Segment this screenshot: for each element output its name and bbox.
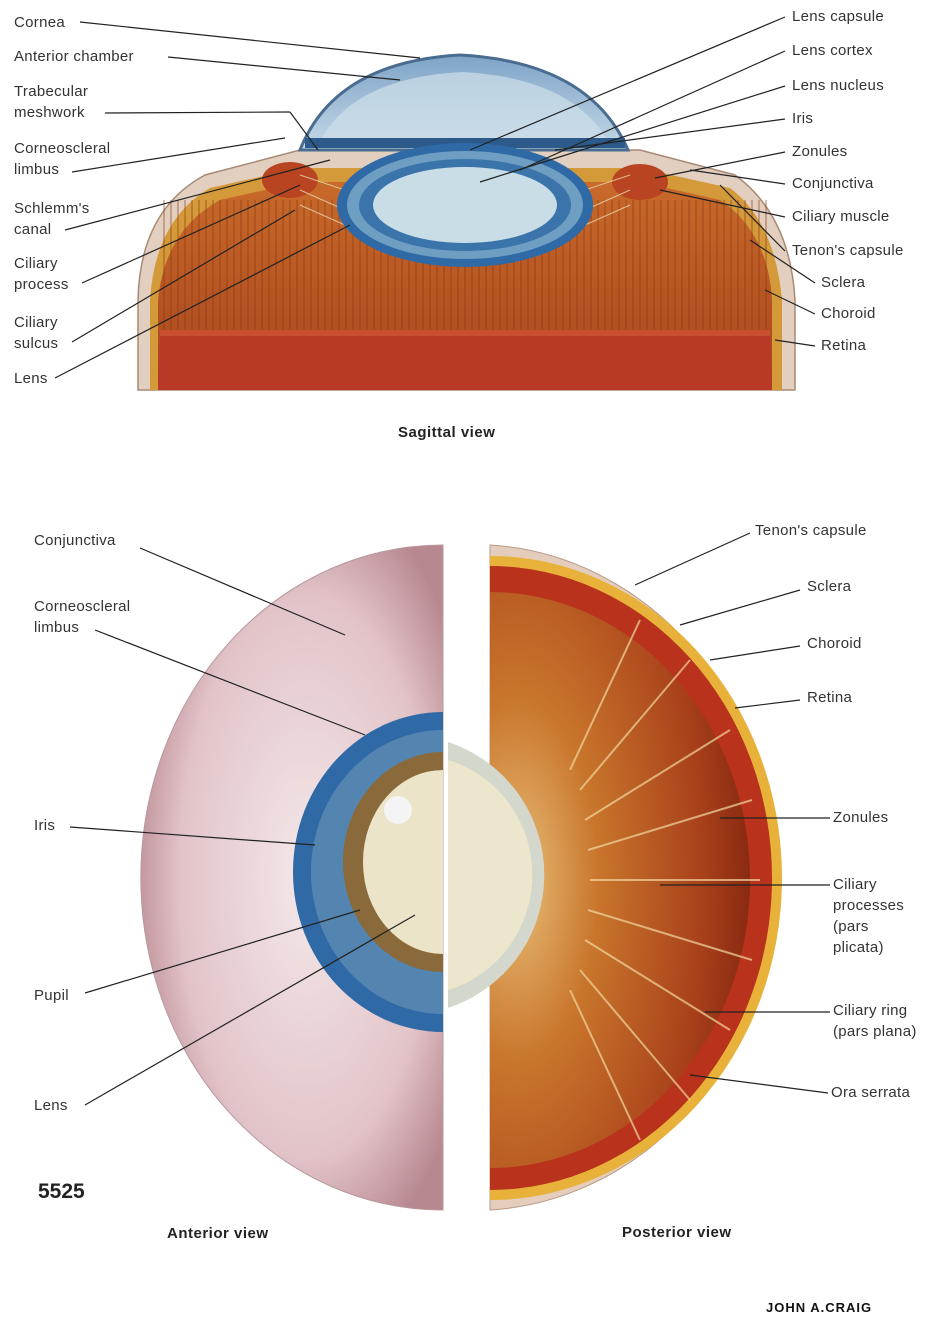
sagittal-lens-nucleus: [373, 167, 557, 243]
label-iris-sagittal: Iris: [792, 108, 813, 129]
label-zonules-sagittal: Zonules: [792, 141, 847, 162]
label-lens-sagittal: Lens: [14, 368, 48, 389]
posterior-diagram: [448, 545, 782, 1210]
label-lens-cortex: Lens cortex: [792, 40, 873, 61]
label-choroid-posterior: Choroid: [807, 633, 862, 654]
label-corneoscleral-limbus-anterior: Corneoscleral limbus: [34, 596, 130, 638]
label-ciliary-ring: Ciliary ring (pars plana): [833, 1000, 917, 1042]
label-lens-nucleus: Lens nucleus: [792, 75, 884, 96]
sagittal-retina: [158, 330, 772, 390]
label-ciliary-sulcus: Ciliary sulcus: [14, 312, 58, 354]
label-ciliary-processes: Ciliary processes (pars plicata): [833, 874, 904, 958]
caption-anterior-view: Anterior view: [167, 1225, 269, 1242]
label-conjunctiva-anterior: Conjunctiva: [34, 530, 116, 551]
label-trabecular-meshwork: Trabecular meshwork: [14, 81, 88, 123]
plate-number: 5525: [38, 1180, 85, 1204]
label-anterior-chamber: Anterior chamber: [14, 46, 134, 67]
signature-text: JOHN A.CRAIG: [766, 1300, 872, 1315]
label-schlemms-canal: Schlemm's canal: [14, 198, 90, 240]
label-retina-sagittal: Retina: [821, 335, 866, 356]
label-lens-anterior: Lens: [34, 1095, 68, 1116]
label-iris-anterior: Iris: [34, 815, 55, 836]
label-tenons-capsule-posterior: Tenon's capsule: [755, 520, 867, 541]
label-pupil: Pupil: [34, 985, 69, 1006]
label-sclera-sagittal: Sclera: [821, 272, 865, 293]
label-choroid-sagittal: Choroid: [821, 303, 876, 324]
caption-sagittal-view: Sagittal view: [398, 424, 495, 441]
sagittal-diagram: [138, 55, 795, 390]
label-zonules-posterior: Zonules: [833, 807, 888, 828]
caption-posterior-view: Posterior view: [622, 1224, 732, 1241]
label-lens-capsule: Lens capsule: [792, 6, 884, 27]
label-sclera-posterior: Sclera: [807, 576, 851, 597]
artist-signature: JOHN A.CRAIG: [766, 1300, 872, 1315]
label-ciliary-process: Ciliary process: [14, 253, 69, 295]
label-tenons-capsule-sagittal: Tenon's capsule: [792, 240, 904, 261]
anterior-diagram: [141, 545, 443, 1210]
label-retina-posterior: Retina: [807, 687, 852, 708]
label-ciliary-muscle: Ciliary muscle: [792, 206, 890, 227]
label-corneoscleral-limbus-sagittal: Corneoscleral limbus: [14, 138, 110, 180]
label-conjunctiva-sagittal: Conjunctiva: [792, 173, 874, 194]
label-ora-serrata: Ora serrata: [831, 1082, 910, 1103]
label-cornea: Cornea: [14, 12, 65, 33]
